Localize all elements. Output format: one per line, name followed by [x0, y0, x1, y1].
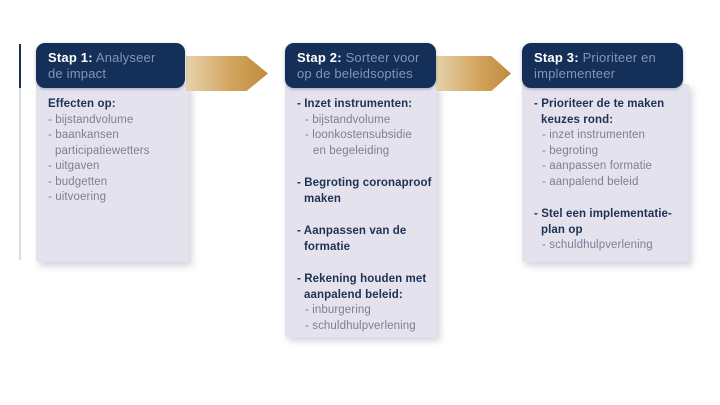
step3-item: - Prioriteer de te maken: [534, 98, 665, 110]
step3-item: - inzet instrumenten: [542, 129, 645, 141]
step2-header-label: Stap 2:: [297, 50, 342, 65]
step1-header-label: Stap 1:: [48, 50, 93, 65]
step3-body: - Prioriteer de te maken keuzes rond: - …: [522, 84, 689, 262]
step1-item: participatiewetters: [55, 144, 150, 157]
spacer: [297, 207, 427, 224]
step1-item: - baankansen: [48, 129, 119, 141]
step1-item: Effecten op:: [48, 98, 116, 110]
step1-item: - budgetten: [48, 175, 108, 188]
arrow-step2-to-step3-icon: [436, 56, 511, 91]
step1-body: Effecten op: - bijstandvolume - baankans…: [36, 84, 189, 262]
step2-item: maken: [304, 192, 341, 205]
step3-header-label: Stap 3:: [534, 50, 579, 65]
spacer: [297, 255, 427, 272]
step2-item: - bijstandvolume: [305, 113, 391, 126]
step2-item: - inburgering: [305, 304, 371, 316]
step2-item: - Inzet instrumenten:: [297, 98, 413, 110]
step3-item: keuzes rond:: [541, 113, 614, 126]
step3-header-subtitle: Prioriteer en implementeer: [534, 50, 656, 81]
step3-header: Stap 3: Prioriteer en implementeer: [522, 43, 683, 88]
step3-item: - aanpassen formatie: [542, 160, 653, 172]
step3-item: - schuldhulpverlening: [542, 239, 653, 251]
step2-item: - schuldhulpverlening: [305, 319, 416, 332]
step2-body: - Inzet instrumenten: - bijstandvolume -…: [285, 84, 437, 337]
step3-item: plan op: [541, 223, 583, 236]
spacer: [534, 190, 679, 207]
step2-item: formatie: [304, 240, 351, 253]
step1-header-subtitle: Analyseer de impact: [48, 50, 156, 81]
step2-item: en begeleiding: [313, 144, 390, 157]
step2-item: - Begroting coronaproof: [297, 177, 432, 189]
step3-item: - aanpalend beleid: [542, 175, 639, 188]
spacer: [297, 159, 427, 176]
step1-item: - uitgaven: [48, 160, 100, 172]
arrow-step1-to-step2-icon: [186, 56, 268, 91]
step1-header: Stap 1: Analyseer de impact: [36, 43, 185, 88]
step2-header: Stap 2: Sorteer voor op de beleidsopties: [285, 43, 436, 88]
step1-item: - bijstandvolume: [48, 113, 134, 126]
step2-header-subtitle: Sorteer voor op de beleidsopties: [297, 50, 420, 81]
step2-item: - loonkostensubsidie: [305, 129, 412, 141]
step3-item: - begroting: [542, 144, 599, 157]
step2-item: aanpalend beleid:: [304, 288, 403, 301]
step2-item: - Aanpassen van de: [297, 225, 407, 237]
cropped-box-edge-dark: [19, 44, 21, 88]
step3-item: - Stel een implementatie-: [534, 208, 672, 220]
cropped-box-edge-light: [19, 88, 21, 260]
step1-item: - uitvoering: [48, 191, 107, 203]
step2-item: - Rekening houden met: [297, 273, 427, 285]
